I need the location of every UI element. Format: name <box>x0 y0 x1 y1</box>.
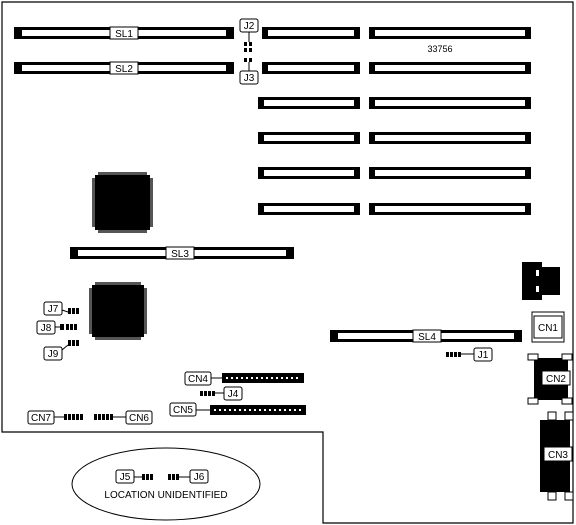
svg-text:J7: J7 <box>48 304 59 315</box>
memory-socket <box>262 27 360 39</box>
memory-socket <box>369 132 531 144</box>
svg-text:J9: J9 <box>48 349 59 360</box>
connector-cn4: CN4 <box>184 371 304 386</box>
memory-sockets <box>258 27 531 215</box>
svg-text:CN1: CN1 <box>538 323 558 334</box>
connector-cn6: CN6 <box>94 410 153 425</box>
connector-cn5: CN5 <box>169 402 306 417</box>
svg-text:J2: J2 <box>244 21 255 32</box>
svg-text:CN5: CN5 <box>173 405 193 416</box>
memory-socket <box>258 97 360 109</box>
jumper-j1: J1 <box>446 347 493 362</box>
connector-cn3: CN3 <box>540 411 574 501</box>
memory-socket <box>369 167 531 179</box>
memory-socket <box>369 97 531 109</box>
memory-socket <box>262 62 360 74</box>
slot-sl3: SL3 <box>70 246 294 260</box>
connector-cn7: CN7 <box>27 410 83 425</box>
memory-socket <box>369 203 531 215</box>
slot-sl1: SL1 <box>14 26 234 40</box>
slot-sl2: SL2 <box>14 61 234 75</box>
jumper-j8: J8 <box>36 320 77 335</box>
chip-upper <box>92 172 153 233</box>
jumper-j6: J6 <box>168 469 209 484</box>
svg-text:SL1: SL1 <box>115 29 133 40</box>
memory-socket <box>258 132 360 144</box>
memory-socket <box>258 167 360 179</box>
svg-text:J4: J4 <box>228 389 239 400</box>
connector-cn1: CN1 <box>531 311 565 343</box>
svg-text:CN4: CN4 <box>188 374 208 385</box>
svg-text:SL4: SL4 <box>418 332 436 343</box>
svg-text:J3: J3 <box>244 73 255 84</box>
svg-text:CN6: CN6 <box>129 413 149 424</box>
connector-cn2: CN2 <box>527 353 573 405</box>
inset-location-unidentified: J5 J6 LOCATION UNIDENTIFIED <box>71 447 261 521</box>
memory-socket <box>258 203 360 215</box>
svg-text:CN3: CN3 <box>548 450 568 461</box>
svg-text:J6: J6 <box>194 472 205 483</box>
svg-text:J5: J5 <box>120 472 131 483</box>
inset-caption: LOCATION UNIDENTIFIED <box>104 490 227 501</box>
svg-text:SL2: SL2 <box>115 64 133 75</box>
svg-text:CN2: CN2 <box>546 374 566 385</box>
memory-socket <box>369 62 531 74</box>
chip-lower <box>89 282 147 340</box>
jumper-j4: J4 <box>200 386 243 401</box>
jumper-j9: J9 <box>43 340 79 361</box>
jumper-j7: J7 <box>43 301 79 316</box>
jumper-j3: J3 <box>239 58 259 85</box>
svg-text:J8: J8 <box>41 323 52 334</box>
svg-text:J1: J1 <box>478 350 489 361</box>
svg-text:CN7: CN7 <box>31 413 51 424</box>
jumper-j2: J2 <box>239 18 259 52</box>
connector-top-right <box>522 262 560 300</box>
jumper-j5: J5 <box>115 469 153 484</box>
figure-number: 33756 <box>427 44 452 54</box>
memory-socket <box>369 27 531 39</box>
svg-text:SL3: SL3 <box>171 249 189 260</box>
slot-sl4: SL4 <box>330 329 522 343</box>
